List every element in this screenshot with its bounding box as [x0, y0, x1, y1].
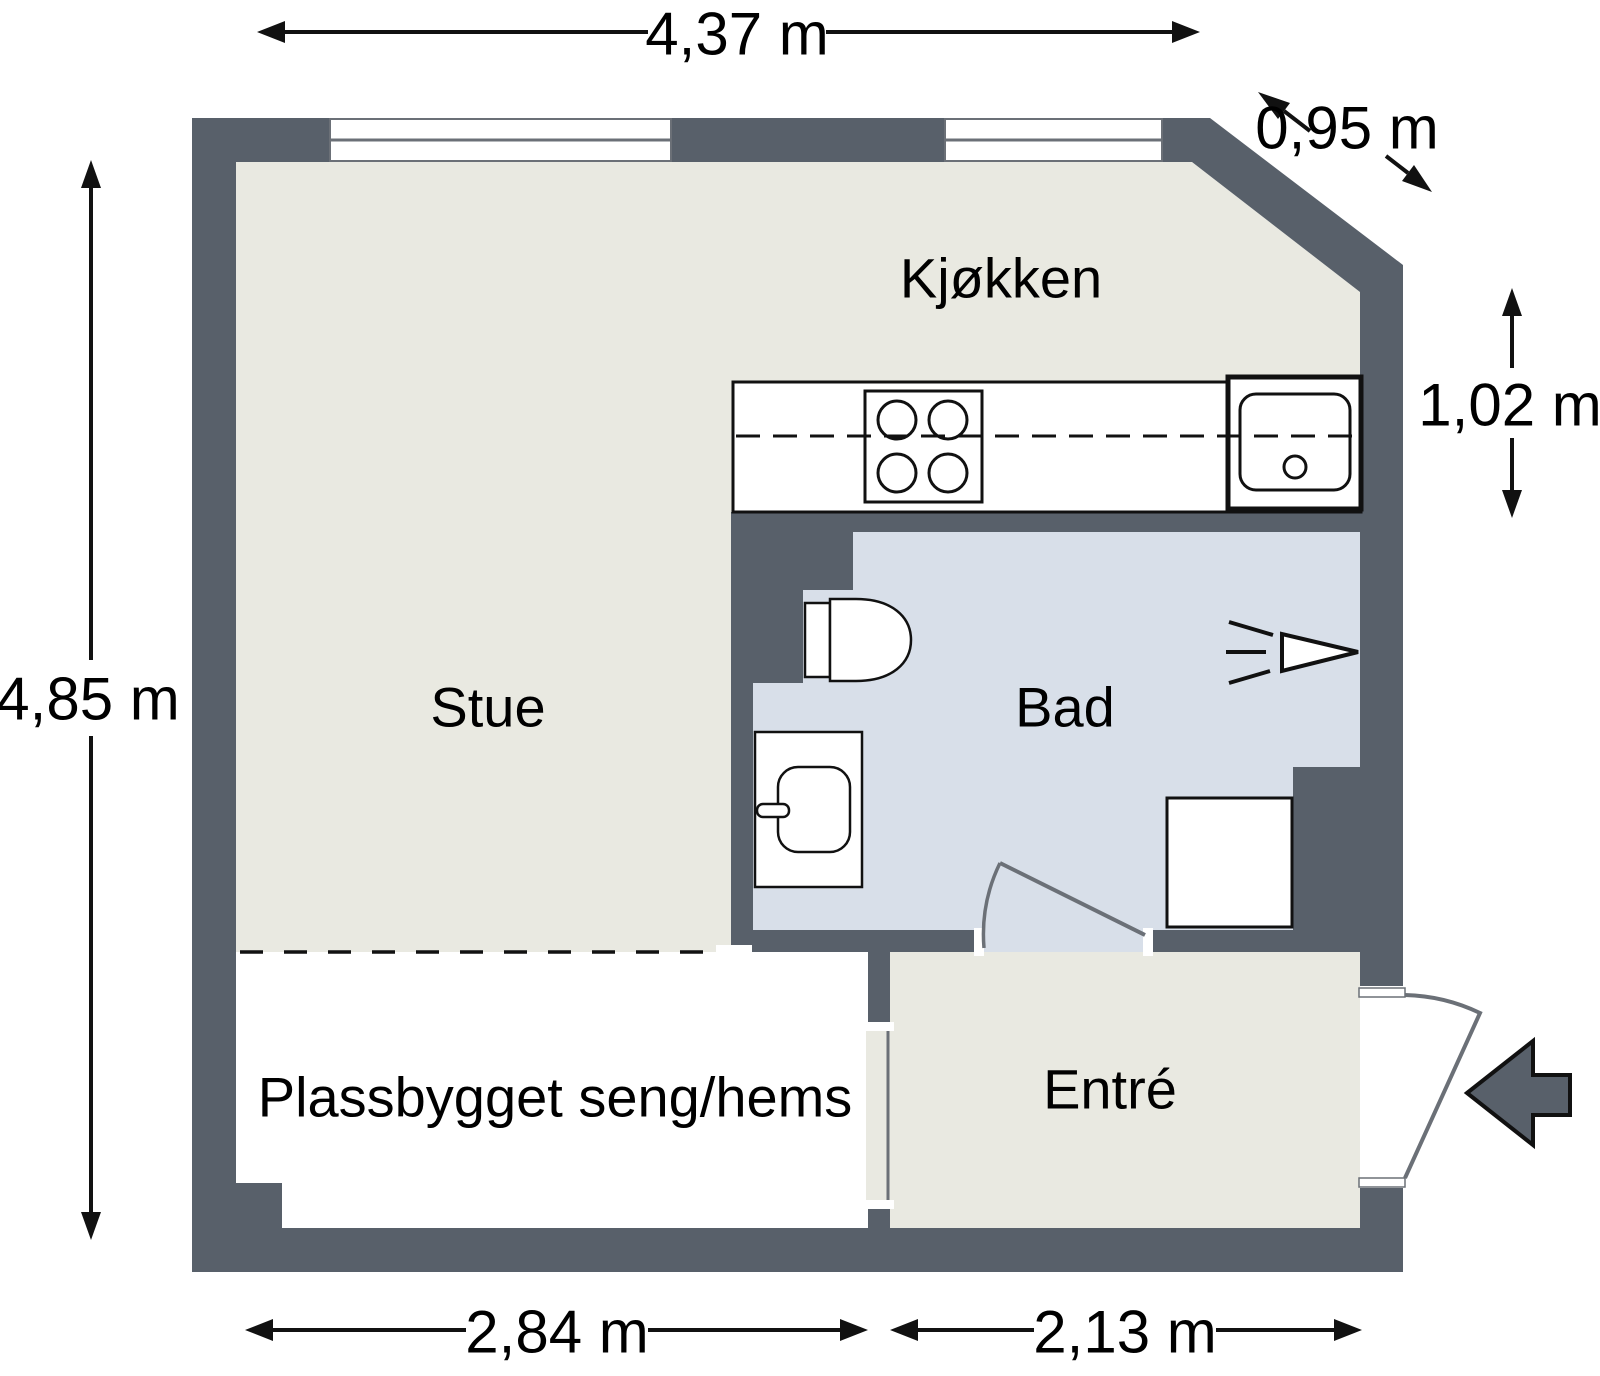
bed-loft-floor [236, 952, 868, 1228]
dimension-label: 4,37 m [645, 1, 828, 68]
room-label-bathroom: Bad [1015, 676, 1115, 739]
dimension-label: 2,13 m [1033, 1299, 1216, 1366]
dimension-label: 1,02 m [1418, 372, 1600, 439]
dimension-bottom-left: 2,84 m [245, 1299, 868, 1366]
kitchen-counter-icon [731, 374, 1364, 514]
washbasin-icon [753, 730, 864, 889]
room-label-living-room: Stue [430, 676, 545, 739]
dimension-right: 1,02 m [1418, 288, 1600, 518]
room-label-bed-loft: Plassbygget seng/hems [258, 1066, 853, 1129]
room-label-entrance: Entré [1043, 1058, 1177, 1121]
shower-head-icon [1226, 620, 1359, 685]
dimension-left: 4,85 m [0, 160, 180, 1240]
window-icon [329, 118, 672, 162]
partition-opening [864, 1022, 894, 1209]
stove-icon [863, 389, 984, 504]
window-icon [944, 118, 1163, 162]
dimension-diagonal: 0,95 m [1255, 92, 1439, 192]
room-divider-dashed [240, 945, 752, 957]
dimension-label: 4,85 m [0, 666, 180, 733]
dimension-bottom-right: 2,13 m [890, 1299, 1362, 1366]
entry-door [1358, 986, 1483, 1188]
dimension-top: 4,37 m [257, 1, 1200, 68]
entry-arrow-icon [1463, 1036, 1572, 1150]
room-label-kitchen: Kjøkken [900, 247, 1102, 310]
bathroom-door [974, 861, 1153, 956]
kitchen-sink-icon [1225, 374, 1364, 512]
dimension-label: 2,84 m [465, 1299, 648, 1366]
dimension-label: 0,95 m [1255, 95, 1438, 162]
toilet-icon [803, 597, 913, 683]
shower-cabinet [1165, 796, 1294, 929]
